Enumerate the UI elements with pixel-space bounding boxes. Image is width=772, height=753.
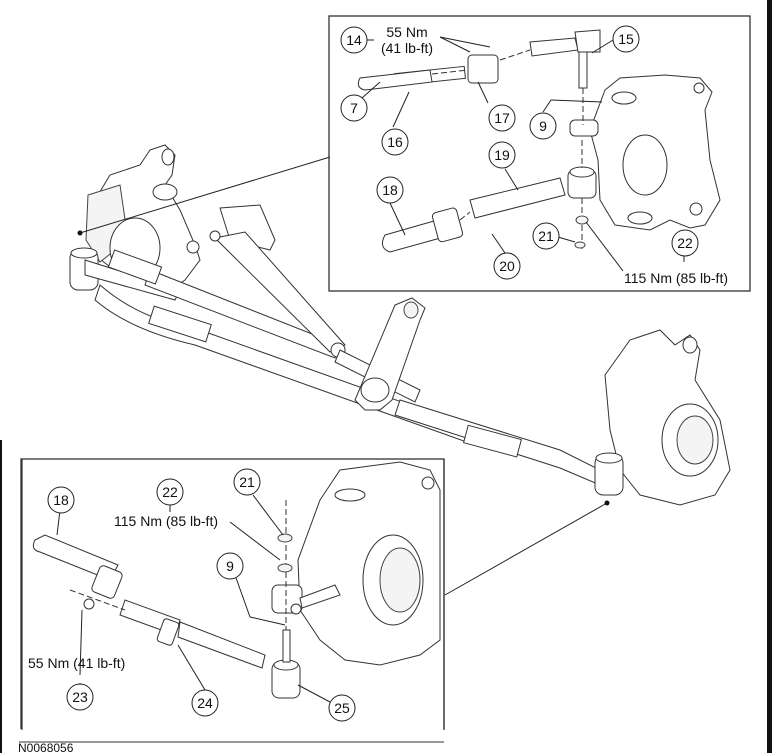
top-rod-19 — [469, 177, 566, 219]
left-adjuster-sleeve — [107, 249, 163, 285]
bottom-clamp-bolt-23 — [83, 598, 95, 610]
callout-23-bottom: 23 — [66, 683, 94, 711]
svg-text:19: 19 — [494, 147, 510, 163]
main-assembly — [69, 144, 731, 596]
svg-text:15: 15 — [618, 31, 634, 47]
figure-code: N0068056 — [18, 741, 74, 753]
callout-14: 14 — [340, 26, 368, 54]
left-tie-rod-end — [69, 247, 181, 301]
svg-text:20: 20 — [499, 258, 515, 274]
top-cotter — [574, 241, 586, 249]
callout-16: 16 — [381, 128, 409, 156]
svg-text:14: 14 — [346, 32, 362, 48]
svg-text:24: 24 — [197, 695, 213, 711]
torque-14-line2: (41 lb-ft) — [381, 40, 433, 56]
callout-18: 18 — [376, 176, 404, 204]
image-border-right — [767, 0, 772, 753]
svg-text:9: 9 — [226, 558, 234, 574]
right-steering-knuckle — [594, 329, 731, 506]
svg-text:25: 25 — [334, 700, 350, 716]
callout-22: 22 — [671, 229, 699, 257]
svg-text:21: 21 — [239, 474, 255, 490]
tie-rod-adjuster-right — [462, 424, 522, 458]
svg-text:7: 7 — [350, 100, 358, 116]
top-knuckle-bore — [622, 134, 668, 196]
svg-text:23: 23 — [72, 689, 88, 705]
top-detail-inset: 14 15 7 16 17 9 19 18 21 22 20 55 Nm (41… — [328, 15, 751, 292]
tie-rod-adjuster-left — [148, 305, 212, 343]
callout-18-bottom: 18 — [47, 486, 75, 514]
svg-text:21: 21 — [538, 228, 554, 244]
callout-19: 19 — [488, 141, 516, 169]
leader-dot-bottom — [604, 500, 610, 506]
torque-22-bottom: 115 Nm (85 lb-ft) — [114, 513, 218, 529]
callout-25-bottom: 25 — [328, 694, 356, 722]
top-inset-frame — [328, 15, 751, 292]
bottom-cotter — [277, 533, 293, 543]
torque-23-bottom: 55 Nm (41 lb-ft) — [28, 655, 125, 671]
bottom-ball-stud — [282, 629, 291, 663]
torque-14-line1: 55 Nm — [386, 24, 427, 40]
svg-text:18: 18 — [53, 492, 69, 508]
callout-7: 7 — [340, 94, 368, 122]
leader-dot-top — [77, 230, 83, 236]
top-adjuster-clamp-17 — [467, 54, 499, 84]
callout-24-bottom: 24 — [191, 689, 219, 717]
callout-20: 20 — [493, 252, 521, 280]
pitman-arm — [354, 297, 426, 411]
callout-21: 21 — [532, 222, 560, 250]
steering-damper — [209, 204, 346, 358]
top-outer-rod — [529, 37, 579, 57]
svg-text:16: 16 — [387, 134, 403, 150]
svg-text:22: 22 — [677, 235, 693, 251]
top-steering-arm-eye — [569, 119, 599, 137]
svg-text:22: 22 — [162, 484, 178, 500]
callout-21-bottom: 21 — [233, 468, 261, 496]
top-rod-7 — [357, 69, 433, 91]
torque-22-top: 115 Nm (85 lb-ft) — [624, 270, 728, 286]
svg-text:18: 18 — [382, 182, 398, 198]
top-clamp-20 — [431, 207, 464, 243]
bottom-detail-inset: 18 22 21 9 23 24 25 115 Nm (85 lb-ft) 55… — [19, 458, 447, 733]
inset-leader-top — [79, 156, 331, 234]
callout-9-bottom: 9 — [216, 552, 244, 580]
callout-15: 15 — [612, 25, 640, 53]
image-border-left — [0, 440, 2, 753]
top-tie-rod-end-15 — [574, 29, 601, 53]
bottom-nut — [277, 563, 293, 573]
callout-9: 9 — [529, 112, 557, 140]
svg-text:17: 17 — [494, 110, 510, 126]
callout-17: 17 — [488, 104, 516, 132]
bottom-clamp — [91, 565, 123, 599]
top-ball-stud — [578, 51, 588, 89]
inset-leader-bottom — [444, 502, 608, 596]
svg-text:9: 9 — [539, 118, 547, 134]
bottom-tie-rod-24 — [177, 621, 266, 669]
callout-22-bottom: 22 — [156, 478, 184, 506]
top-nut — [575, 215, 589, 225]
